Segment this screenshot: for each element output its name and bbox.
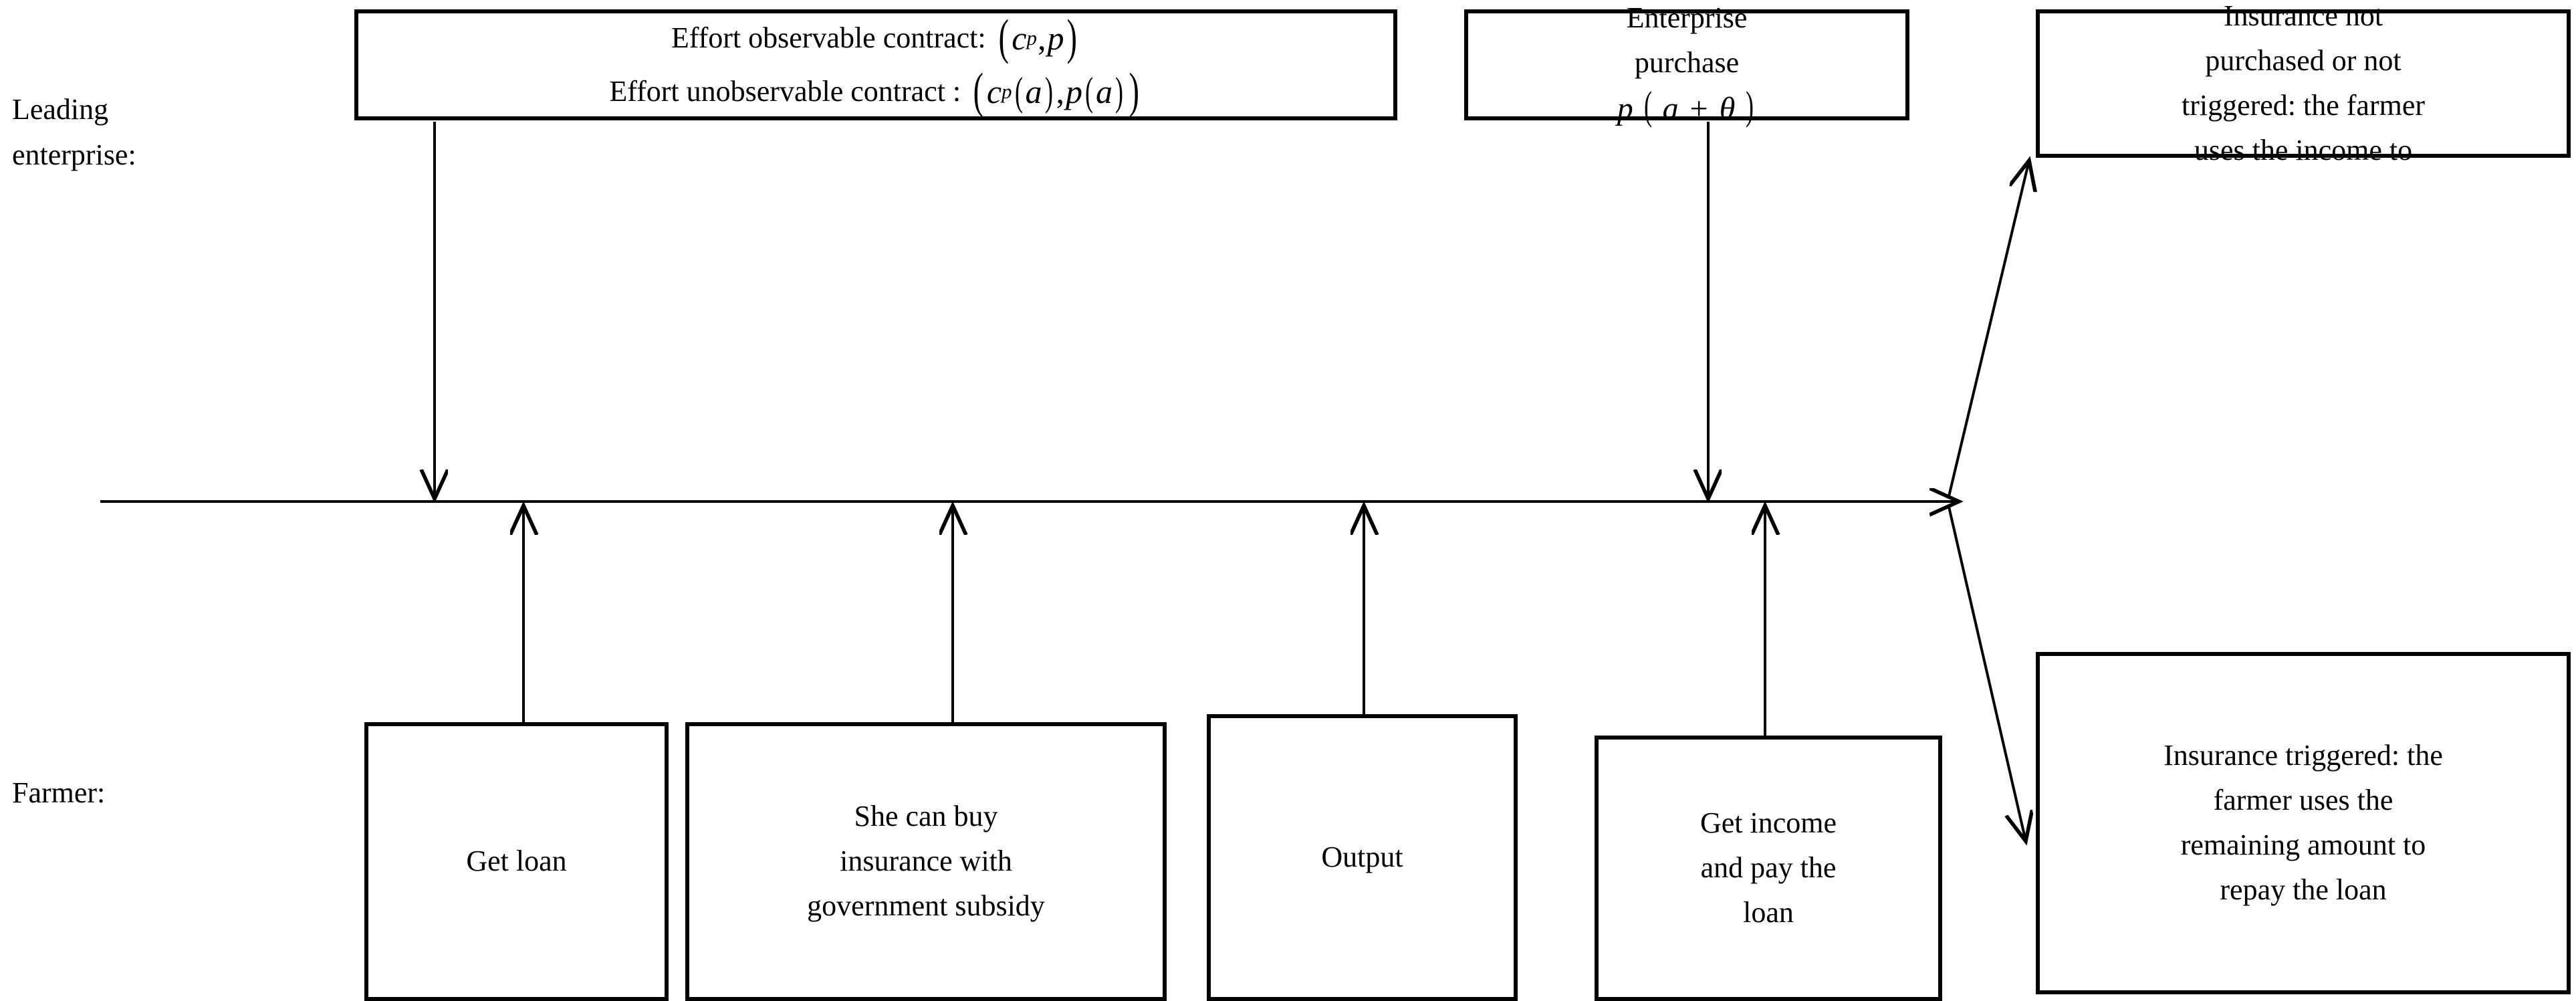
symbol-a: a <box>1662 91 1679 127</box>
paren-close-icon: ) <box>1129 64 1139 119</box>
paren-close-icon: ) <box>1044 70 1053 114</box>
role-label-farmer: Farmer: <box>12 776 106 809</box>
symbol-comma: , <box>1056 73 1064 110</box>
enterprise-purchase-formula: p ( a + θ ) <box>1617 85 1757 134</box>
insurance-triggered-line-1: Insurance triggered: the <box>2163 739 2443 772</box>
symbol-c: c <box>986 73 1002 110</box>
contract-unobservable-label: Effort unobservable contract : <box>609 74 961 108</box>
insurance-triggered-line-3: remaining amount to <box>2180 828 2426 861</box>
contract-observable-label: Effort observable contract: <box>671 21 986 54</box>
get-income-line-1: Get income <box>1700 806 1837 840</box>
get-income-line-3: loan <box>1743 895 1794 929</box>
symbol-p: p <box>1065 73 1082 110</box>
paren-open-icon: ( <box>1643 84 1652 128</box>
get-income-box: Get income and pay the loan <box>1595 736 1942 1001</box>
buy-insurance-line-3: government subsidy <box>807 889 1045 922</box>
insurance-triggered-line-4: repay the loan <box>2220 873 2387 906</box>
buy-insurance-line-1: She can buy <box>854 800 998 833</box>
paren-close-icon: ) <box>1746 84 1754 128</box>
insurance-not-line-4: uses the income to <box>2194 133 2413 166</box>
insurance-not-line-3: triggered: the farmer <box>2181 89 2426 122</box>
role-label-leading-enterprise: Leading enterprise: <box>12 93 136 172</box>
paren-open-icon: ( <box>998 10 1009 66</box>
get-income-line-2: and pay the <box>1700 851 1837 885</box>
symbol-p: p <box>1047 19 1064 57</box>
symbol-a: a <box>1025 73 1042 110</box>
buy-insurance-box: She can buy insurance with government su… <box>685 722 1167 1001</box>
symbol-theta: θ <box>1719 91 1736 127</box>
enterprise-purchase-box: Enterprise purchase p ( a + θ ) <box>1464 1 1909 126</box>
symbol-comma: , <box>1037 19 1046 57</box>
arrow-fork-to-insurance-triggered <box>1948 506 2026 841</box>
enterprise-line-2: purchase <box>1634 45 1740 79</box>
symbol-c: c <box>1012 19 1027 57</box>
enterprise-line-1: Enterprise <box>1626 1 1748 34</box>
arrow-fork-to-insurance-not <box>1948 160 2029 497</box>
symbol-plus: + <box>1689 91 1708 127</box>
insurance-not-line-2: purchased or not <box>2205 44 2402 78</box>
output-line-1: Output <box>1321 841 1403 874</box>
paren-close-icon: ) <box>1067 10 1078 66</box>
insurance-triggered-line-2: farmer uses the <box>2213 784 2393 817</box>
insurance-not-triggered-box: Insurance not purchased or not triggered… <box>2036 0 2571 166</box>
buy-insurance-line-2: insurance with <box>840 845 1012 878</box>
insurance-triggered-box: Insurance triggered: the farmer uses the… <box>2036 652 2571 994</box>
subscript-p: p <box>1026 26 1037 50</box>
paren-close-icon: ) <box>1115 70 1123 114</box>
get-loan-box: Get loan <box>364 722 669 1001</box>
paren-open-icon: ( <box>1084 70 1093 114</box>
output-box: Output <box>1207 714 1518 1001</box>
insurance-not-line-1: Insurance not <box>2223 0 2383 33</box>
paren-open-icon: ( <box>973 64 984 119</box>
symbol-a: a <box>1095 73 1113 110</box>
symbol-p: p <box>1617 91 1633 127</box>
get-loan-line-1: Get loan <box>466 845 567 878</box>
subscript-p: p <box>1002 80 1012 104</box>
paren-open-icon: ( <box>1014 70 1023 114</box>
